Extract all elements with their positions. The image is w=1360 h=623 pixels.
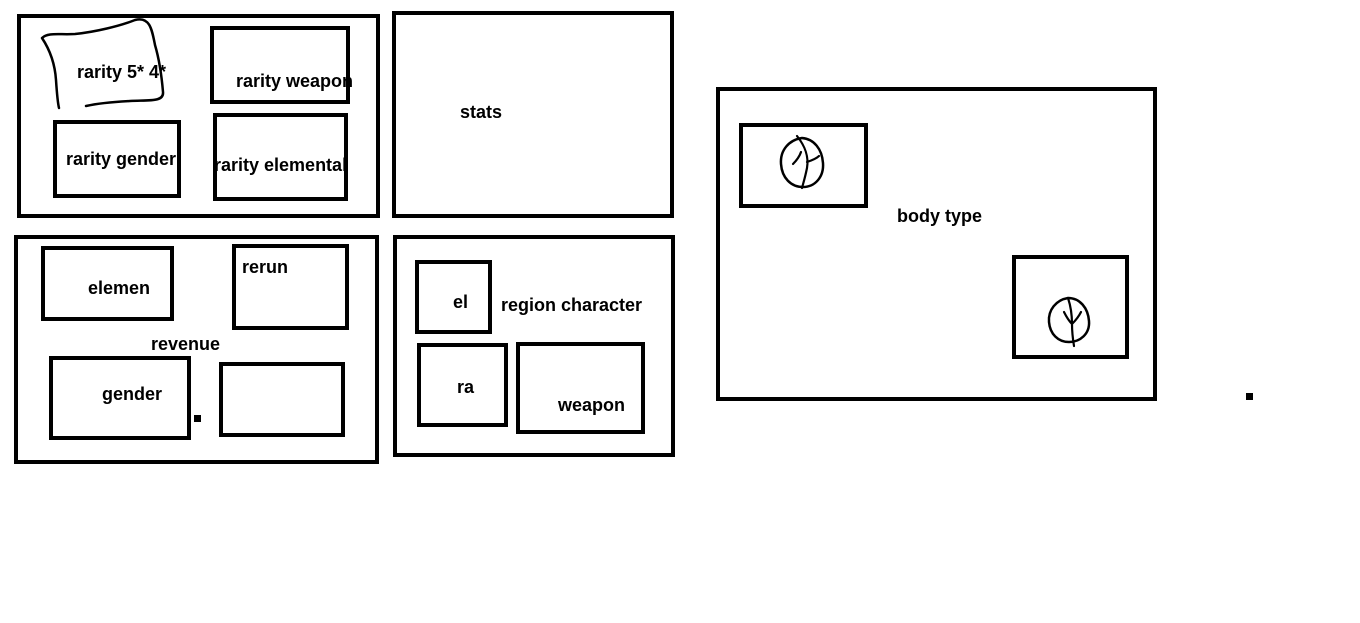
ra-box <box>417 343 508 427</box>
body-type-panel <box>716 87 1157 401</box>
body-type-sketch-box-2 <box>1012 255 1129 359</box>
rarity-panel <box>17 14 380 218</box>
elemen-box <box>41 246 174 321</box>
stats-label: stats <box>460 102 503 122</box>
rarity-weapon-box <box>210 26 350 104</box>
rarity-weapon-label: rarity weapon <box>236 71 354 91</box>
gender-label: gender <box>102 384 163 404</box>
rerun-label: rerun <box>242 257 289 277</box>
rarity-elemental-box <box>213 113 348 201</box>
ra-label: ra <box>457 377 475 397</box>
revenue-label: revenue <box>151 334 221 354</box>
weapon-box <box>516 342 645 434</box>
body-type-label: body type <box>897 206 983 226</box>
weapon-label: weapon <box>558 395 626 415</box>
stats-panel <box>392 11 674 218</box>
empty-box <box>219 362 345 437</box>
rarity-elemental-label: rarity elemental <box>214 155 348 175</box>
leaf-sketch-icon <box>779 134 825 190</box>
rarity-star-label: rarity 5* 4* <box>77 62 167 82</box>
region-character-label: region character <box>501 295 643 315</box>
revenue-panel <box>14 235 379 464</box>
region-panel <box>393 235 675 457</box>
stray-dot <box>1246 393 1253 400</box>
el-label: el <box>453 292 469 312</box>
leaf-sketch-icon-small <box>1047 296 1091 348</box>
revenue-dot <box>194 415 201 422</box>
gender-box <box>49 356 191 440</box>
rarity-gender-label: rarity gender <box>66 149 177 169</box>
el-box <box>415 260 492 334</box>
rarity-gender-box <box>53 120 181 198</box>
body-type-sketch-box-1 <box>739 123 868 208</box>
elemen-label: elemen <box>88 278 151 298</box>
rerun-box <box>232 244 349 330</box>
